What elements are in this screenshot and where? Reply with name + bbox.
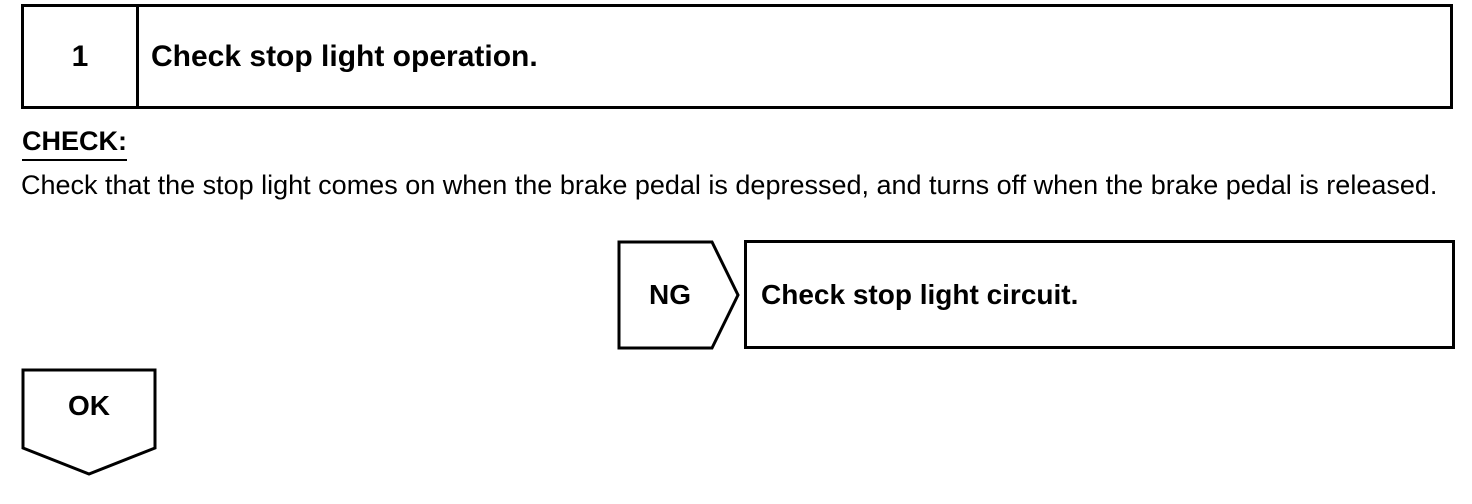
step-number: 1	[24, 7, 139, 106]
ng-arrow-shape	[617, 240, 740, 350]
check-heading: CHECK:	[22, 124, 127, 161]
step-title: Check stop light operation.	[151, 39, 538, 73]
step-header-box: 1 Check stop light operation.	[21, 4, 1453, 109]
ng-result-box: Check stop light circuit.	[744, 240, 1455, 349]
ng-label: NG	[649, 279, 691, 310]
ng-arrow: NG	[617, 240, 741, 350]
check-instruction: Check that the stop light comes on when …	[21, 170, 1438, 200]
ok-arrow-shape	[21, 368, 157, 476]
ok-label: OK	[68, 390, 110, 421]
ok-arrow: OK	[21, 368, 157, 478]
